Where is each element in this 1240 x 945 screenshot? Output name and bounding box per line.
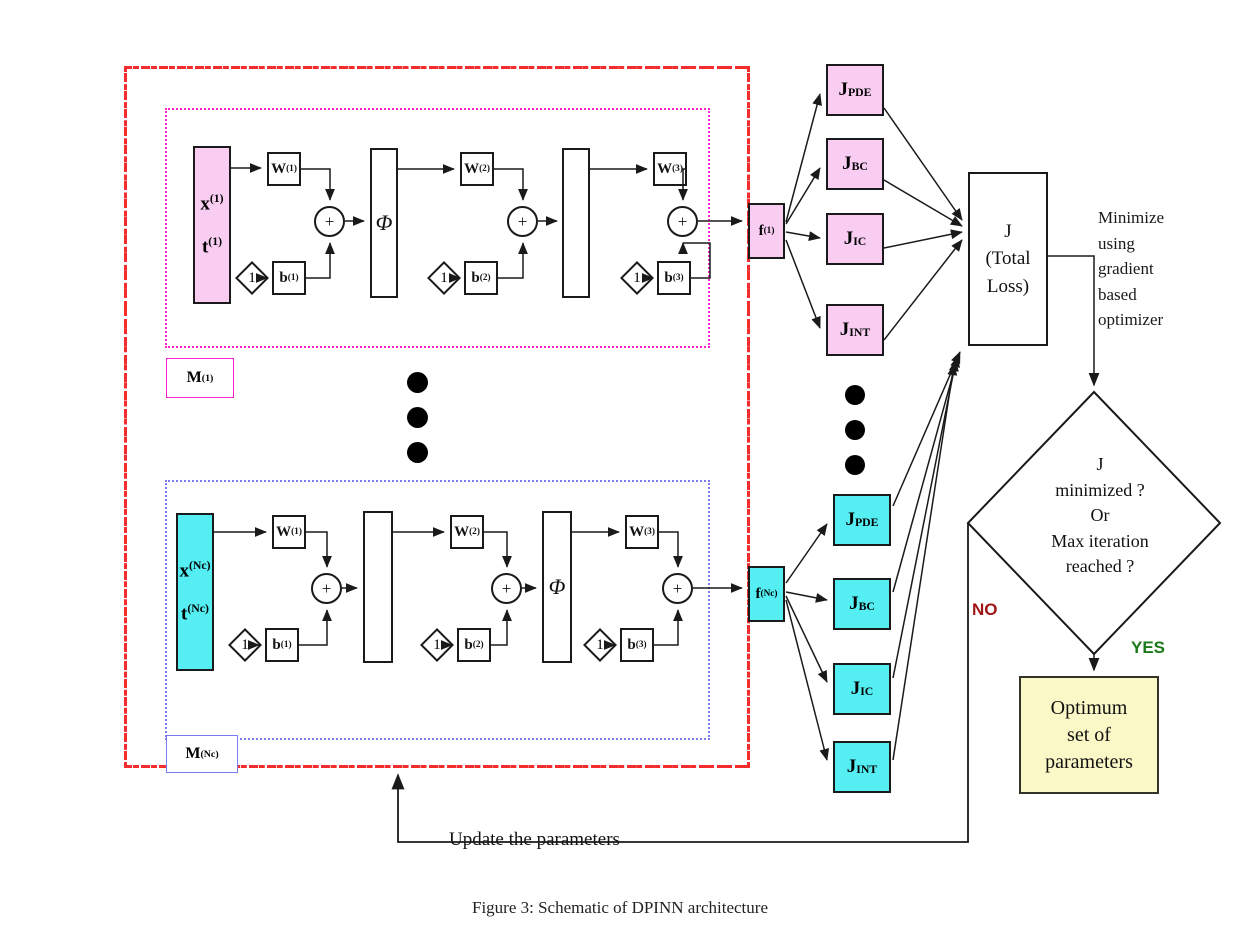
bias-box-nc-1: b(1) [265,628,299,662]
output-node-nc: f(Nc) [748,566,785,622]
total-loss-line-2: (Total [985,248,1031,270]
ellipsis-dot-left-3 [407,442,428,463]
weight-box-nc-3: W(3) [625,515,659,549]
activation-box-1-1: Φ [370,148,398,298]
input-t-label-nc: t(Nc) [181,601,209,625]
activation-box-1-2 [562,148,590,298]
sum-node-1-2: + [507,206,538,237]
weight-box-nc-2: W(2) [450,515,484,549]
sum-node-nc-1: + [311,573,342,604]
sum-node-nc-2: + [491,573,522,604]
result-box: Optimum set of parameters [1019,676,1159,794]
result-line-2: set of [1067,723,1111,746]
ellipsis-dot-right-3 [845,455,865,475]
bias-box-nc-3: b(3) [620,628,654,662]
result-line-1: Optimum [1050,696,1128,719]
output-node-1: f(1) [748,203,785,259]
decision-text: J minimized ? Or Max iteration reached ? [980,452,1220,580]
input-x-label-1: x(1) [200,191,224,215]
bias-box-nc-2: b(2) [457,628,491,662]
weight-box-1-2: W(2) [460,152,494,186]
decision-line-3: Or [1090,505,1110,526]
ellipsis-dot-left-1 [407,372,428,393]
sum-node-nc-3: + [662,573,693,604]
decision-line-5: reached ? [1065,556,1135,577]
sum-node-1-1: + [314,206,345,237]
input-vector-1: x(1) t(1) [193,146,231,304]
optimizer-note: Minimize using gradient based optimizer [1098,208,1165,329]
result-line-3: parameters [1045,750,1133,773]
activation-box-nc-1 [363,511,393,663]
branch-label-no: NO [972,600,998,619]
ellipsis-dot-right-2 [845,420,865,440]
total-loss-line-1: J [1004,220,1012,242]
total-loss-line-3: Loss) [986,275,1030,297]
decision-line-4: Max iteration [1051,530,1149,551]
sum-node-1-3: + [667,206,698,237]
activation-box-nc-2: Φ [542,511,572,663]
branch-label-yes: YES [1131,638,1166,657]
weight-box-1-1: W(1) [267,152,301,186]
model-label-1: M(1) [166,358,234,398]
subdomain-boundary-1 [165,108,710,348]
bias-box-1-2: b(2) [464,261,498,295]
model-label-nc: M(Nc) [166,735,238,773]
weight-box-nc-1: W(1) [272,515,306,549]
input-vector-nc: x(Nc) t(Nc) [176,513,214,671]
decision-line-2: minimized ? [1055,479,1145,500]
input-t-label-1: t(1) [201,234,223,258]
weight-box-1-3: W(3) [653,152,687,186]
input-x-label-nc: x(Nc) [179,558,211,582]
bias-box-1-3: b(3) [657,261,691,295]
ellipsis-dot-right-1 [845,385,865,405]
decision-line-1: J [1096,454,1104,474]
feedback-label: Update the parameters [449,829,620,850]
ellipsis-dot-left-2 [407,407,428,428]
total-loss-box: J (Total Loss) [968,172,1048,346]
figure-caption: Figure 3: Schematic of DPINN architectur… [472,898,768,917]
bias-box-1-1: b(1) [272,261,306,295]
